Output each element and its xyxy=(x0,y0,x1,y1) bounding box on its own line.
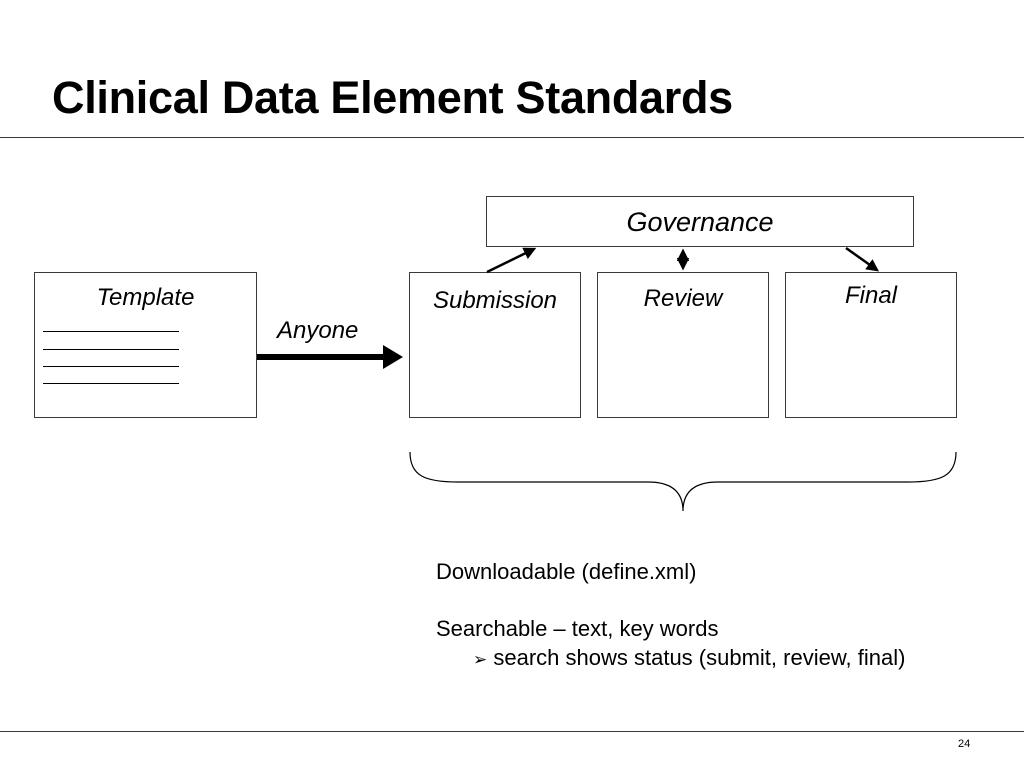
governance-to-final-arrow xyxy=(845,246,880,272)
anyone-arrowhead xyxy=(383,345,403,369)
template-label: Template xyxy=(96,284,195,311)
submission-box: Submission xyxy=(409,272,581,418)
template-line xyxy=(43,366,179,367)
final-label: Final xyxy=(844,282,898,309)
review-label: Review xyxy=(643,285,723,312)
arrow-bullet-icon: ➢ xyxy=(473,650,488,670)
review-box: Review xyxy=(597,272,769,418)
final-box: Final xyxy=(785,272,957,418)
governance-box: Governance xyxy=(486,196,914,247)
template-line xyxy=(43,383,179,384)
downloadable-text: Downloadable (define.xml) xyxy=(436,559,697,584)
template-box: Template xyxy=(34,272,257,418)
status-bullet-item: ➢ search shows status (submit, review, f… xyxy=(473,645,905,671)
title-divider xyxy=(0,137,1024,138)
stages-brace xyxy=(409,451,957,512)
searchable-text: Searchable – text, key words xyxy=(436,616,719,641)
page-number: 24 xyxy=(958,738,971,750)
template-line xyxy=(43,349,179,350)
status-bullet-text: search shows status (submit, review, fin… xyxy=(493,645,906,670)
governance-label: Governance xyxy=(626,207,774,237)
slide-title: Clinical Data Element Standards xyxy=(52,72,733,123)
anyone-label: Anyone xyxy=(277,317,359,344)
template-line xyxy=(43,331,179,332)
footer-divider xyxy=(0,731,1024,732)
submission-label: Submission xyxy=(432,287,558,314)
submission-to-governance-arrow xyxy=(486,247,537,274)
